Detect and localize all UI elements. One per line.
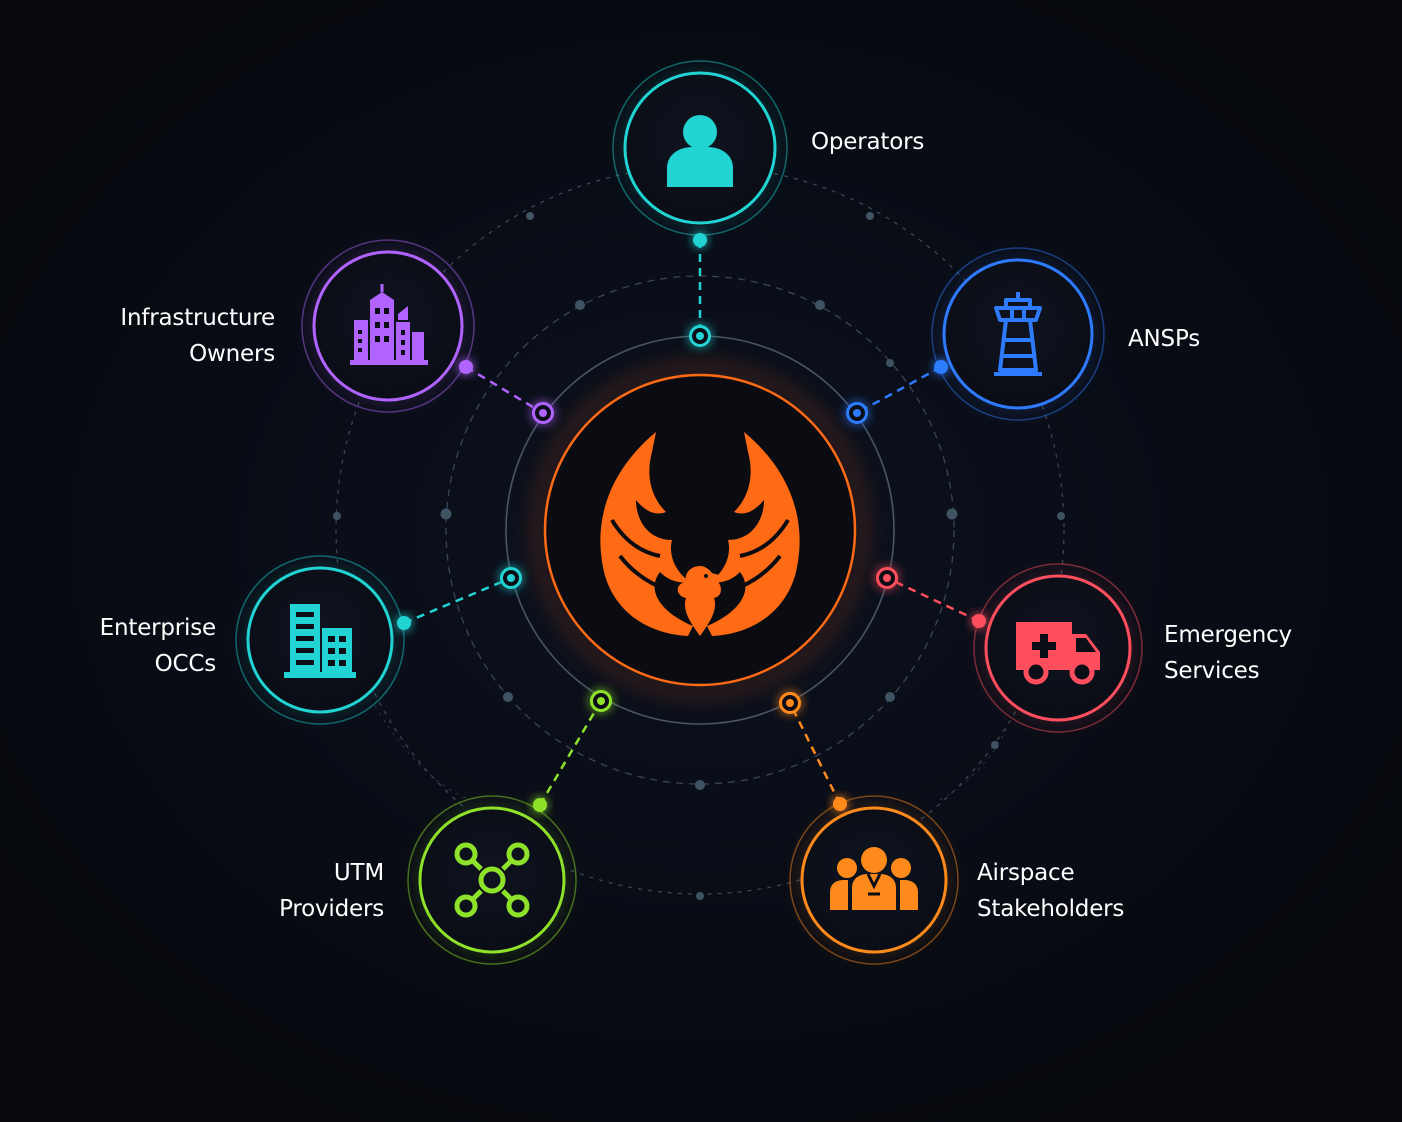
label-utm-providers: UTM Providers	[279, 855, 384, 927]
connector-ring-center-utm-providers	[597, 697, 605, 705]
label-enterprise-occs: Enterprise OCCs	[99, 610, 217, 682]
orbit-dot	[696, 892, 704, 900]
connector-dot-emergency-services	[972, 614, 986, 628]
orbit-dot	[991, 741, 999, 749]
connector-dot-enterprise-occs	[397, 616, 411, 630]
node-ring-ansps	[942, 258, 1094, 410]
connector-airspace-stakeholders	[788, 702, 842, 805]
label-airspace-stakeholders-line2: Stakeholders	[977, 896, 1125, 922]
connector-ring-center-operators	[696, 332, 704, 340]
orbit-dot	[695, 780, 705, 790]
orbit-dot	[526, 212, 534, 220]
node-outer-ring-ansps	[931, 247, 1105, 421]
city-buildings-icon	[350, 284, 428, 365]
label-emergency-services-line2: Services	[1164, 658, 1260, 684]
orbit-dot	[885, 692, 895, 702]
node-emergency-services[interactable]	[973, 563, 1143, 733]
connector-ring-center-infrastructure-owners	[539, 409, 547, 417]
orbit-dot	[1057, 512, 1065, 520]
node-outer-ring-airspace-stakeholders	[789, 795, 959, 965]
label-emergency-services: Emergency Services	[1164, 617, 1292, 689]
label-utm-providers-line1: UTM	[333, 860, 384, 886]
label-infrastructure-owners-line2: Owners	[189, 341, 275, 367]
connector-emergency-services	[886, 576, 980, 623]
connector-infrastructure-owners	[465, 365, 544, 415]
office-building-icon	[284, 604, 356, 678]
center-ring	[543, 373, 857, 687]
node-operators[interactable]	[612, 60, 788, 236]
connector-utm-providers	[538, 700, 603, 806]
nodes	[235, 60, 1143, 965]
orbit-dot	[575, 300, 585, 310]
people-group-icon	[830, 847, 918, 910]
label-enterprise-occs-line1: Enterprise	[99, 615, 217, 641]
orbit-dot	[886, 359, 894, 367]
orbit-dot	[333, 512, 341, 520]
node-ring-utm-providers	[418, 806, 566, 954]
phoenix-logo	[600, 432, 800, 636]
node-ansps[interactable]	[931, 247, 1105, 421]
label-ansps: ANSPs	[1128, 321, 1200, 357]
label-emergency-services-line1: Emergency	[1164, 622, 1292, 648]
label-operators-line1: Operators	[811, 129, 925, 155]
orbit-dot	[815, 300, 825, 310]
connectors	[397, 233, 986, 812]
node-airspace-stakeholders[interactable]	[789, 795, 959, 965]
connector-enterprise-occs	[403, 576, 512, 625]
node-outer-ring-infrastructure-owners	[301, 239, 475, 413]
node-outer-ring-enterprise-occs	[235, 555, 405, 725]
label-airspace-stakeholders-line1: Airspace	[977, 860, 1075, 886]
center-hub	[533, 363, 867, 697]
label-ansps-line1: ANSPs	[1128, 326, 1200, 352]
user-icon	[667, 115, 733, 187]
connector-dot-operators	[693, 233, 707, 247]
node-infrastructure-owners[interactable]	[301, 239, 475, 413]
orbit-arc	[374, 705, 471, 801]
orbit-dots	[333, 212, 1065, 900]
label-airspace-stakeholders: Airspace Stakeholders	[977, 855, 1124, 927]
orbit-dot	[946, 508, 958, 520]
connector-dot-airspace-stakeholders	[833, 797, 847, 811]
label-infrastructure-owners: Infrastructure Owners	[120, 300, 275, 372]
ambulance-icon	[1016, 622, 1100, 685]
orbit-dot	[866, 212, 874, 220]
node-outer-ring-utm-providers	[407, 795, 577, 965]
label-utm-providers-line2: Providers	[279, 896, 384, 922]
connector-ring-center-ansps	[853, 409, 861, 417]
label-infrastructure-owners-line1: Infrastructure	[120, 305, 275, 331]
network-hub-icon	[454, 842, 530, 918]
center-glow	[533, 363, 867, 697]
node-enterprise-occs[interactable]	[235, 555, 405, 725]
connector-dot-ansps	[934, 360, 948, 374]
connector-ring-center-emergency-services	[883, 574, 891, 582]
connector-ring-center-enterprise-occs	[507, 574, 515, 582]
orbit-arc	[939, 719, 1011, 801]
connector-dot-infrastructure-owners	[459, 360, 473, 374]
control-tower-icon	[994, 292, 1042, 376]
connector-dot-utm-providers	[533, 798, 547, 812]
node-outer-ring-operators	[612, 60, 788, 236]
node-outer-ring-emergency-services	[973, 563, 1143, 733]
orbit-dot	[440, 508, 452, 520]
label-enterprise-occs-line2: OCCs	[154, 651, 217, 677]
connector-ansps	[856, 365, 942, 415]
connector-ring-center-airspace-stakeholders	[786, 699, 794, 707]
label-operators: Operators	[811, 124, 924, 160]
node-utm-providers[interactable]	[407, 795, 577, 965]
orbit-dot	[503, 692, 513, 702]
